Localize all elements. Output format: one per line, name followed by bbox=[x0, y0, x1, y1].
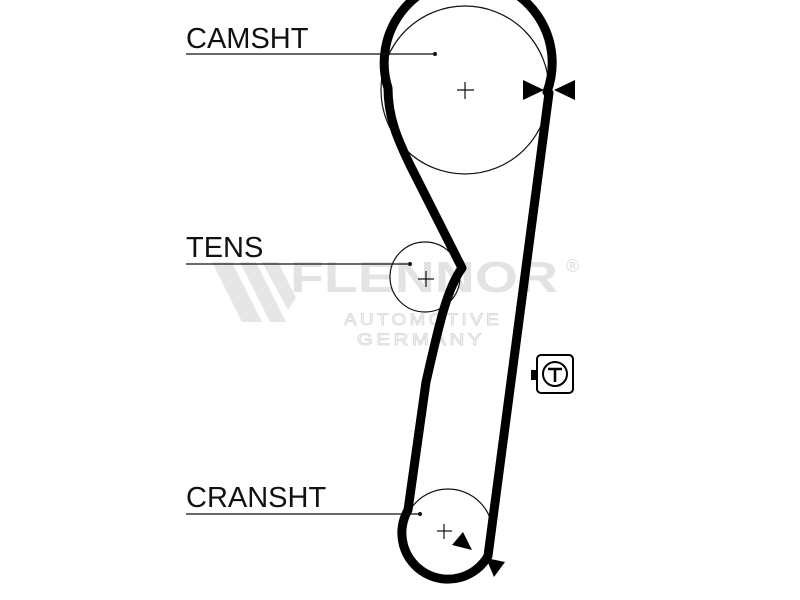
watermark-registered: ® bbox=[566, 256, 579, 276]
center-marks bbox=[418, 82, 474, 539]
watermark-line2: GERMANY bbox=[357, 330, 485, 349]
watermark-logo-icon bbox=[212, 262, 296, 322]
leader-dots bbox=[408, 52, 437, 516]
tension-gauge-icon bbox=[531, 354, 574, 394]
watermark: FLENNOR ® AUTOMOTIVE GERMANY bbox=[212, 253, 579, 350]
crankshaft-label: CRANSHT bbox=[186, 482, 326, 514]
leader-lines bbox=[186, 53, 435, 515]
camshaft-timing-mark-icon bbox=[523, 80, 575, 100]
camshaft-label: CAMSHT bbox=[186, 23, 309, 55]
timing-belt bbox=[379, 0, 557, 584]
tensioner-label: TENS bbox=[186, 232, 263, 264]
watermark-brand: FLENNOR bbox=[290, 253, 558, 302]
watermark-line1: AUTOMOTIVE bbox=[344, 310, 502, 329]
crankshaft-timing-mark-icon bbox=[452, 532, 505, 577]
